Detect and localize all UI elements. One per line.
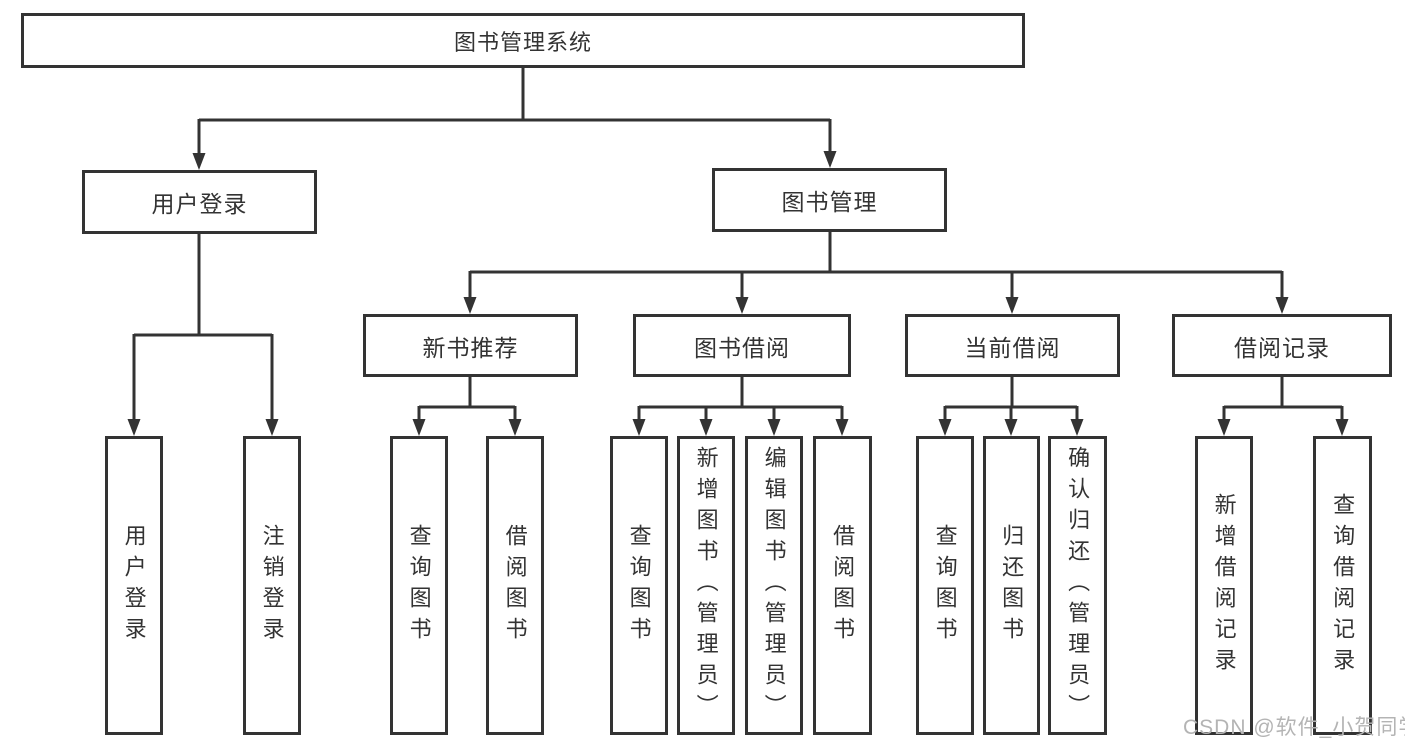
leaf-label: 查询借阅记录: [1330, 492, 1356, 679]
leaf-borrow-books: 借阅图书: [486, 436, 544, 735]
leaf-label: 新增图书（管理员）: [693, 446, 719, 725]
leaf-label: 借阅图书: [830, 523, 856, 648]
leaf-label: 用户登录: [121, 523, 147, 648]
leaf-add-borrow-record: 新增借阅记录: [1195, 436, 1253, 735]
leaf-label: 归还图书: [999, 523, 1025, 648]
leaf-logout: 注销登录: [243, 436, 301, 735]
node-user-login: 用户登录: [82, 170, 317, 234]
leaf-query-books: 查询图书: [610, 436, 668, 735]
node-label: 图书管理: [781, 189, 878, 215]
node-label: 借阅记录: [1234, 334, 1330, 361]
leaf-confirm-return-admin: 确认归还（管理员）: [1048, 436, 1107, 735]
leaf-label: 编辑图书（管理员）: [761, 446, 787, 725]
leaf-label: 注销登录: [259, 523, 285, 648]
leaf-query-books: 查询图书: [390, 436, 448, 735]
node-label: 图书借阅: [694, 334, 790, 361]
node-current-borrow: 当前借阅: [905, 314, 1120, 377]
csdn-watermark: CSDN @软件_小贺同学: [1183, 716, 1405, 739]
leaf-label: 查询图书: [932, 523, 958, 648]
leaf-label: 确认归还（管理员）: [1065, 446, 1091, 725]
node-label: 图书管理系统: [453, 29, 592, 55]
leaf-query-books: 查询图书: [916, 436, 974, 735]
node-book-management: 图书管理: [712, 168, 947, 232]
leaf-query-borrow-record: 查询借阅记录: [1313, 436, 1372, 735]
leaf-label: 借阅图书: [502, 523, 528, 648]
leaf-label: 新增借阅记录: [1211, 492, 1237, 679]
node-new-book-recommend: 新书推荐: [363, 314, 578, 377]
leaf-return-books: 归还图书: [983, 436, 1040, 735]
node-label: 当前借阅: [964, 334, 1061, 361]
node-label: 用户登录: [151, 191, 248, 217]
node-library-management-system: 图书管理系统: [21, 13, 1025, 68]
node-borrow-record: 借阅记录: [1172, 314, 1392, 377]
leaf-edit-books-admin: 编辑图书（管理员）: [745, 436, 803, 735]
node-label: 新书推荐: [422, 334, 519, 361]
leaf-user-login: 用户登录: [105, 436, 163, 735]
leaf-borrow-books: 借阅图书: [813, 436, 872, 735]
leaf-label: 查询图书: [626, 523, 652, 648]
leaf-label: 查询图书: [406, 523, 432, 648]
node-book-borrow: 图书借阅: [633, 314, 851, 377]
leaf-add-books-admin: 新增图书（管理员）: [677, 436, 735, 735]
